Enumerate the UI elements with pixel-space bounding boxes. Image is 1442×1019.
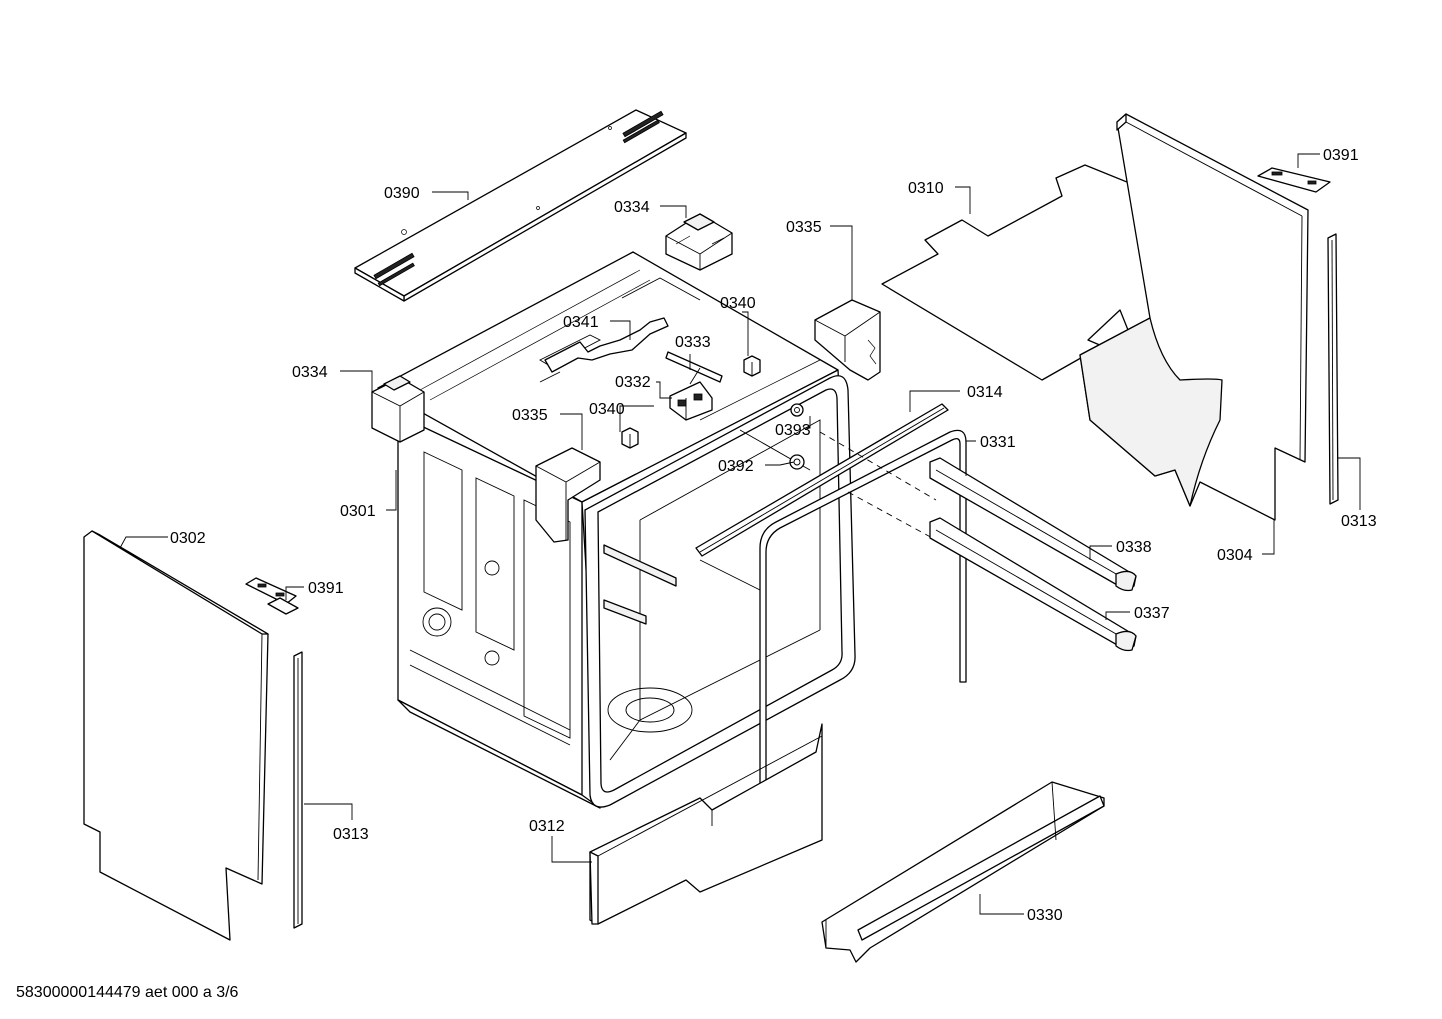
part-rail-0338 xyxy=(929,457,1137,592)
part-clip-0340-lower xyxy=(621,427,639,449)
leader-lines xyxy=(119,153,1361,915)
drawing-number: 58300000144479 aet 000 a 3/6 xyxy=(16,984,239,1001)
part-block-0335-left xyxy=(535,447,601,543)
part-side-panel-0302 xyxy=(83,530,269,941)
label-0340-upper: 0340 xyxy=(720,295,756,312)
part-bracket-0334-top xyxy=(665,213,733,271)
part-labels: 0390 0334 0334 0335 0335 0341 0340 0340 … xyxy=(170,147,1377,924)
label-0334-left: 0334 xyxy=(292,364,328,381)
label-0334-top: 0334 xyxy=(614,199,650,216)
label-0314: 0314 xyxy=(967,384,1003,401)
label-0391-left: 0391 xyxy=(308,580,344,597)
part-top-cover-plate xyxy=(354,109,687,302)
label-0335-left: 0335 xyxy=(512,407,548,424)
part-lock-0332 xyxy=(669,381,713,421)
part-side-panel-0304 xyxy=(1079,113,1309,521)
part-hinge-0392 xyxy=(789,454,805,470)
part-kickboard-0312 xyxy=(589,723,823,925)
label-0331: 0331 xyxy=(980,434,1016,451)
part-dishwasher-tub xyxy=(377,251,856,809)
part-strip-0313-left xyxy=(293,651,303,929)
label-0335-right: 0335 xyxy=(786,219,822,236)
label-0312: 0312 xyxy=(529,818,565,835)
label-0313-left: 0313 xyxy=(333,826,369,843)
part-seal-strip-0314 xyxy=(695,403,949,557)
label-0392: 0392 xyxy=(718,458,754,475)
label-0301: 0301 xyxy=(340,503,376,520)
label-0337: 0337 xyxy=(1134,605,1170,622)
label-0390: 0390 xyxy=(384,185,420,202)
label-0393: 0393 xyxy=(775,422,811,439)
part-u-seal-0331 xyxy=(759,429,967,797)
part-block-0335-right xyxy=(814,299,881,381)
label-0338: 0338 xyxy=(1116,539,1152,556)
part-strip-0313-right xyxy=(1327,233,1339,505)
label-0313-right: 0313 xyxy=(1341,513,1377,530)
label-0332: 0332 xyxy=(615,374,651,391)
part-screw-0393 xyxy=(790,403,804,417)
part-bracket-0391-left xyxy=(245,577,299,615)
label-0340-lower: 0340 xyxy=(589,401,625,418)
part-bracket-0391-right xyxy=(1257,167,1331,193)
part-base-rail-0330 xyxy=(821,781,1105,963)
label-0302: 0302 xyxy=(170,530,206,547)
label-0304: 0304 xyxy=(1217,547,1253,564)
label-0391-right: 0391 xyxy=(1323,147,1359,164)
part-clip-0340-upper xyxy=(743,355,761,377)
label-0333: 0333 xyxy=(675,334,711,351)
label-0330: 0330 xyxy=(1027,907,1063,924)
label-0341: 0341 xyxy=(563,314,599,331)
part-bar-0333 xyxy=(665,351,723,385)
part-rail-0337 xyxy=(929,517,1137,652)
part-bracket-0334-left xyxy=(371,375,425,443)
label-0310: 0310 xyxy=(908,180,944,197)
part-clip-0341 xyxy=(539,317,669,383)
